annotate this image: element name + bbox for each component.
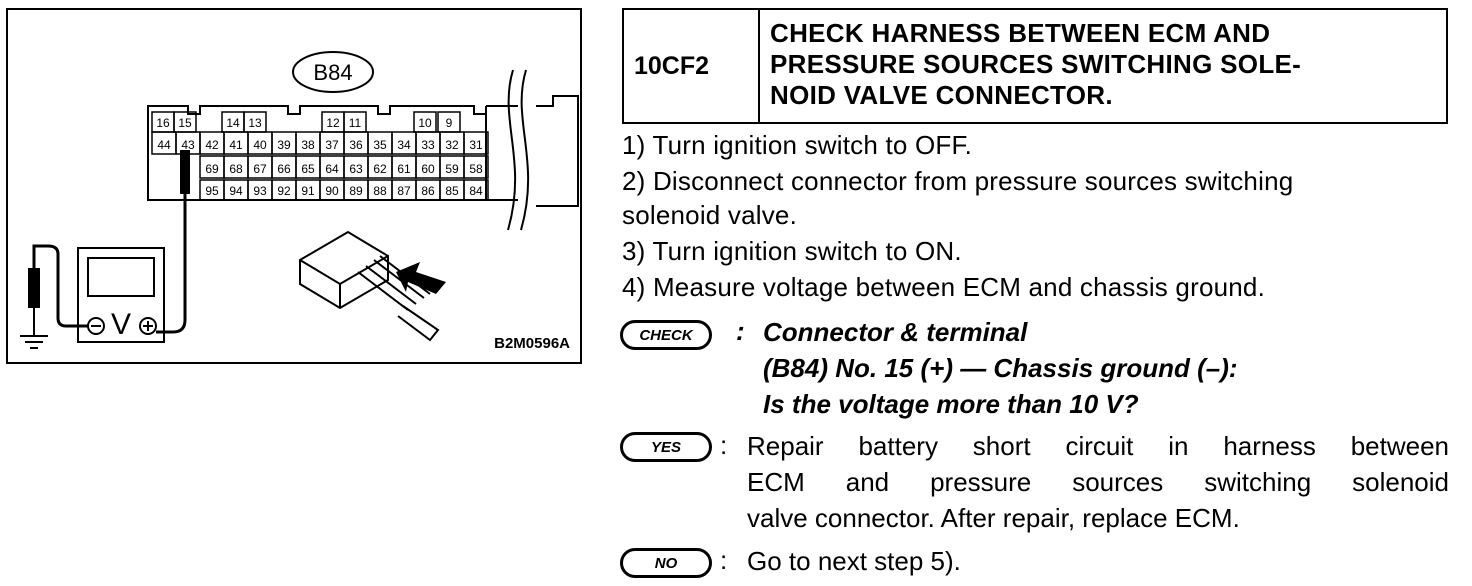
pin-number: 64	[325, 162, 339, 176]
yes-line: ECM and pressure sources switching solen…	[747, 467, 1449, 497]
pin-number: 40	[253, 138, 267, 152]
pin-number: 94	[229, 184, 243, 198]
pin-number: 89	[349, 184, 363, 198]
check-question: Connector & terminal (B84) No. 15 (+) — …	[763, 314, 1238, 422]
pin-number: 68	[229, 162, 243, 176]
pin-number: 35	[373, 138, 387, 152]
step-1: 1) Turn ignition switch to OFF.	[622, 130, 973, 160]
pin-number: 31	[469, 138, 483, 152]
pin-number: 41	[229, 138, 243, 152]
pin-number: 11	[349, 116, 362, 130]
pin-number: 38	[301, 138, 315, 152]
connector-label: B84	[313, 60, 352, 85]
pin-number: 58	[469, 162, 483, 176]
pin-number: 13	[248, 116, 262, 130]
wiring-figure: B84 16 15 14 13 12 11 10 9 44 43 42 41 40 39 38 37 36 35 3…	[6, 8, 582, 364]
check-line: (B84) No. 15 (+) — Chassis ground (–):	[763, 353, 1238, 383]
pin-number: 63	[349, 162, 363, 176]
pin-number: 60	[421, 162, 435, 176]
pin-number: 59	[445, 162, 459, 176]
pin-number: 9	[446, 116, 453, 130]
pin-grid: 16 15 14 13 12 11 10 9 44 43 42 41 40 39 38 37 36 35 34 33 3…	[151, 111, 489, 201]
pin-number: 14	[226, 116, 240, 130]
check-badge: CHECK	[620, 320, 712, 350]
pin-number: 43	[181, 138, 195, 152]
yes-answer: Repair battery short circuit in harness …	[747, 428, 1449, 536]
step-title-line: NOID VALVE CONNECTOR.	[770, 80, 1113, 110]
figure-code: B2M0596A	[494, 335, 570, 352]
step-2-cont: solenoid valve.	[622, 200, 797, 230]
pin-number: 93	[253, 184, 267, 198]
pin-cell	[463, 179, 489, 201]
pin-number: 33	[421, 138, 435, 152]
pin-number: 62	[373, 162, 387, 176]
pin-number: 69	[205, 162, 219, 176]
step-title: CHECK HARNESS BETWEEN ECM AND PRESSURE S…	[760, 10, 1446, 122]
yes-colon: :	[720, 430, 728, 460]
pin-number: 95	[205, 184, 219, 198]
yes-line: valve connector. After repair, replace E…	[747, 503, 1240, 533]
pin-number: 91	[301, 184, 315, 198]
pin-number: 15	[178, 116, 192, 130]
pin-number: 44	[157, 138, 171, 152]
step-code: 10CF2	[624, 10, 760, 122]
check-line: Is the voltage more than 10 V?	[763, 389, 1139, 419]
pin-number: 66	[277, 162, 291, 176]
pin-number: 37	[325, 138, 339, 152]
pin-number: 88	[373, 184, 387, 198]
pin-number: 85	[445, 184, 459, 198]
pin-cell	[463, 155, 489, 179]
no-colon: :	[720, 545, 728, 575]
step-title-line: CHECK HARNESS BETWEEN ECM AND	[770, 18, 1271, 48]
meter-v-label: V	[111, 308, 131, 341]
pin-number: 32	[445, 138, 459, 152]
pin-number: 67	[253, 162, 267, 176]
pin-number: 87	[397, 184, 411, 198]
pin-number: 10	[418, 116, 432, 130]
connector-diagram: B84 16 15 14 13 12 11 10 9 44 43 42 41 40 39 38 37 36 35 3…	[20, 51, 579, 349]
pin-number: 86	[421, 184, 435, 198]
step-header: 10CF2 CHECK HARNESS BETWEEN ECM AND PRES…	[622, 8, 1448, 124]
pin-number: 34	[397, 138, 411, 152]
pin-number: 12	[326, 116, 340, 130]
check-colon: :	[736, 316, 745, 346]
yes-line: Repair battery short circuit in harness …	[747, 431, 1449, 461]
step-4: 4) Measure voltage between ECM and chass…	[622, 272, 1266, 302]
pin-cell	[463, 131, 489, 155]
step-title-line: PRESSURE SOURCES SWITCHING SOLE-	[770, 49, 1302, 79]
pin-number: 61	[397, 162, 411, 176]
pin-number: 42	[205, 138, 219, 152]
step-2: 2) Disconnect connector from pressure so…	[622, 166, 1294, 196]
pin-number: 39	[277, 138, 291, 152]
pin-number: 92	[277, 184, 291, 198]
pin-number: 84	[469, 184, 483, 198]
pin-number: 90	[325, 184, 339, 198]
no-badge: NO	[620, 548, 712, 578]
check-line: Connector & terminal	[763, 317, 1028, 347]
pin-number: 36	[349, 138, 363, 152]
pin-number: 16	[156, 116, 170, 130]
step-3: 3) Turn ignition switch to ON.	[622, 236, 962, 266]
pin-number: 65	[301, 162, 315, 176]
yes-badge: YES	[620, 432, 712, 462]
no-answer: Go to next step 5).	[747, 546, 961, 576]
